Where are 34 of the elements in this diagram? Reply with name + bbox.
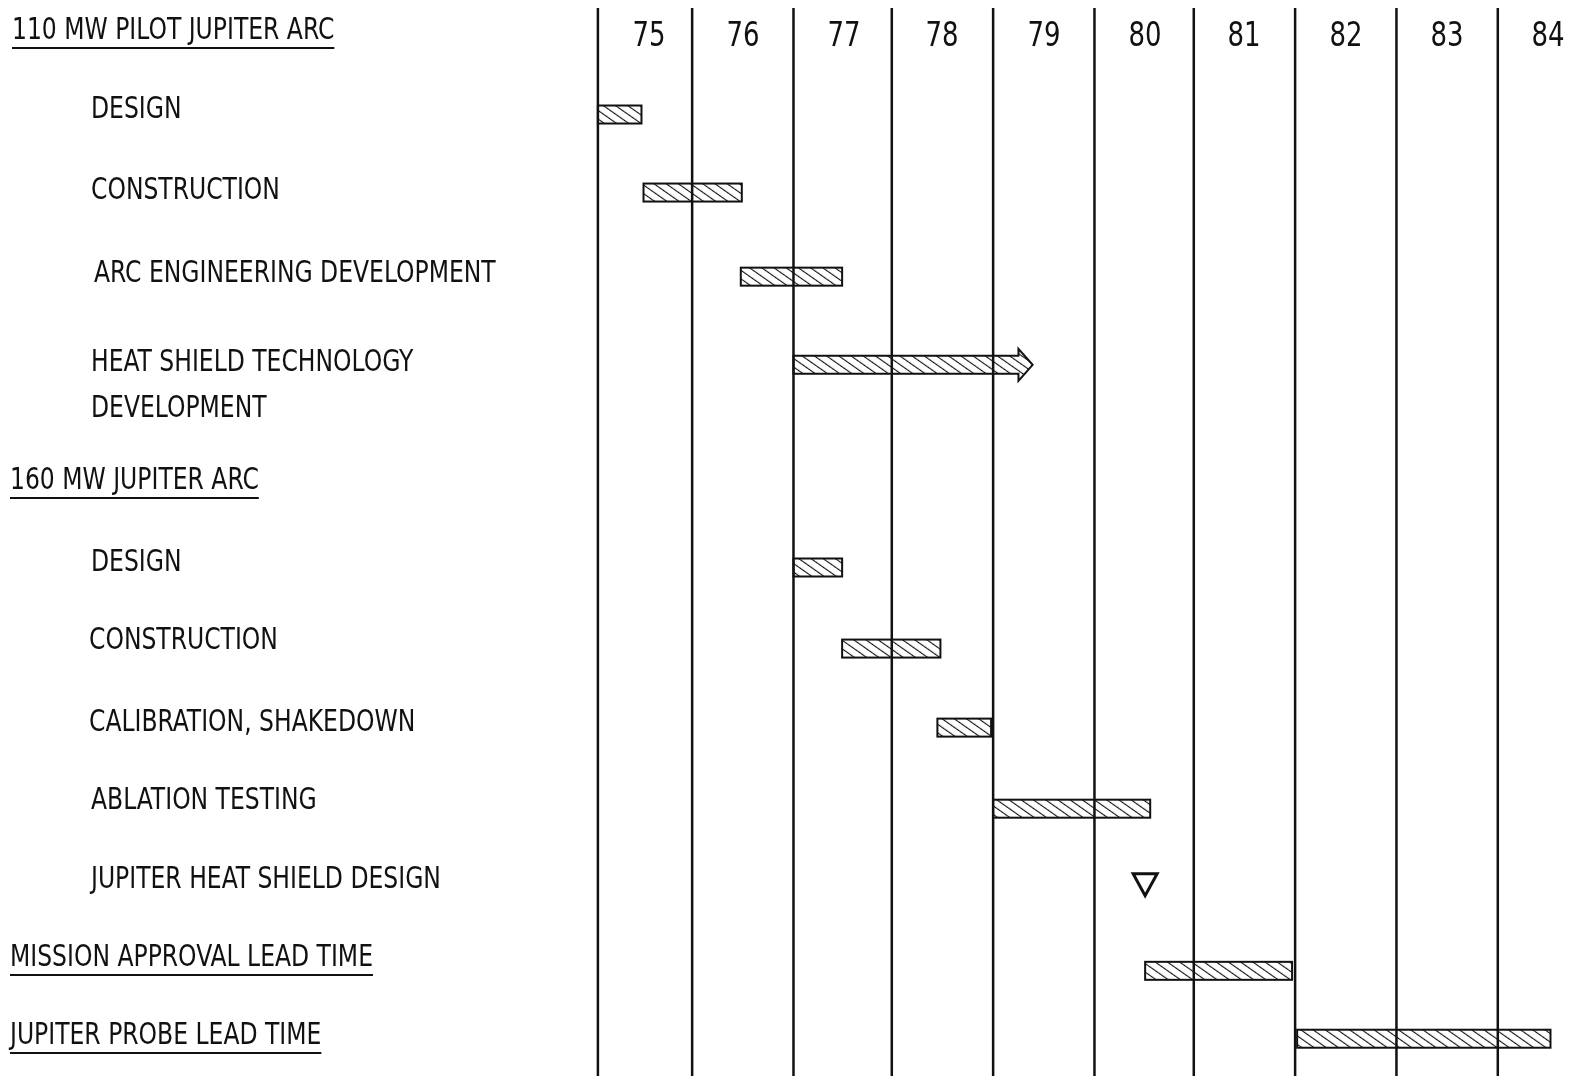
- year-label: 80: [1127, 15, 1163, 54]
- task-label: ARC ENGINEERING DEVELOPMENT: [94, 255, 496, 290]
- gantt-bar: [936, 717, 993, 738]
- gantt-bar: [992, 798, 1152, 819]
- task-label: CALIBRATION, SHAKEDOWN: [89, 704, 416, 739]
- gantt-bar: [1144, 960, 1294, 981]
- milestone-triangle: [1130, 872, 1160, 899]
- gantt-bar: [739, 266, 844, 287]
- year-label: 76: [725, 15, 761, 54]
- gantt-bar: [642, 182, 743, 203]
- task-label: CONSTRUCTION: [89, 622, 279, 657]
- gantt-bar: [1296, 1028, 1552, 1049]
- gantt-bar: [792, 557, 844, 578]
- year-label: 79: [1026, 15, 1062, 54]
- year-label: 81: [1226, 15, 1262, 54]
- gantt-arrow-bar: [792, 346, 1034, 384]
- section-heading: 160 MW JUPITER ARC: [10, 462, 259, 497]
- year-label: 75: [631, 15, 667, 54]
- section-heading: MISSION APPROVAL LEAD TIME: [10, 939, 374, 974]
- section-heading: JUPITER PROBE LEAD TIME: [10, 1017, 322, 1052]
- task-label: JUPITER HEAT SHIELD DESIGN: [91, 861, 442, 896]
- task-label: ABLATION TESTING: [91, 782, 317, 817]
- gantt-bar: [841, 638, 942, 659]
- task-label: DESIGN: [91, 544, 182, 579]
- year-label: 82: [1328, 15, 1364, 54]
- year-label: 83: [1429, 15, 1465, 54]
- task-label: CONSTRUCTION: [91, 172, 281, 207]
- gantt-bar: [596, 104, 643, 125]
- year-label: 78: [924, 15, 960, 54]
- task-label: HEAT SHIELD TECHNOLOGY DEVELOPMENT: [91, 342, 415, 427]
- section-heading: 110 MW PILOT JUPITER ARC: [12, 12, 335, 47]
- task-label: DESIGN: [91, 91, 182, 126]
- year-label: 84: [1530, 15, 1566, 54]
- year-label: 77: [826, 15, 862, 54]
